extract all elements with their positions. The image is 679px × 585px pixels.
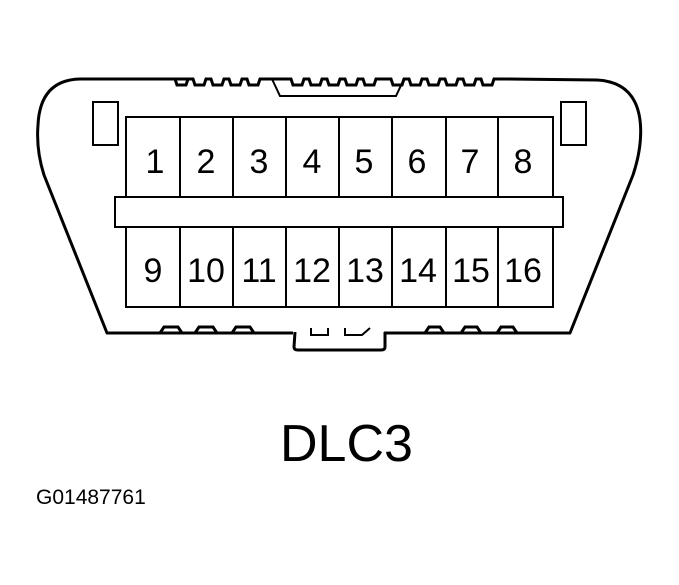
- pin-label-3: 3: [250, 143, 269, 181]
- pin-label-11: 11: [241, 252, 276, 290]
- top-notches: [173, 77, 505, 87]
- pin-cell-10: [179, 226, 234, 308]
- pin-cell-5: [338, 116, 393, 198]
- top-pin-labels: 1 2 3 4 5 6 7 8: [146, 143, 533, 181]
- connector-housing-outline: [36, 77, 643, 335]
- pin-cell-11: [232, 226, 287, 308]
- pin-label-13: 13: [346, 252, 384, 290]
- pin-label-10: 10: [187, 252, 225, 290]
- bottom-key-tab: [292, 331, 387, 352]
- left-latch-slot: [92, 101, 119, 146]
- pin-label-5: 5: [355, 143, 374, 181]
- pin-cell-2: [179, 116, 234, 198]
- pin-label-6: 6: [408, 143, 427, 181]
- center-divider-bar: [114, 196, 564, 228]
- pin-label-12: 12: [293, 252, 331, 290]
- bottom-notches: [107, 325, 570, 335]
- connector-title: DLC3: [280, 415, 413, 473]
- pin-cell-13: [338, 226, 393, 308]
- pin-label-14: 14: [399, 252, 437, 290]
- pin-label-1: 1: [146, 143, 165, 181]
- pin-cell-16: [497, 226, 554, 308]
- pin-label-16: 16: [504, 252, 542, 290]
- pin-cell-9: [125, 226, 181, 308]
- top-pin-row: [125, 116, 554, 198]
- bottom-pin-labels: 9 10 11 12 13 14 15 16: [144, 252, 542, 290]
- pin-cell-4: [285, 116, 340, 198]
- pin-label-7: 7: [461, 143, 480, 181]
- pin-cell-6: [391, 116, 447, 198]
- pin-cell-8: [497, 116, 554, 198]
- pin-label-9: 9: [144, 252, 163, 290]
- pin-cell-3: [232, 116, 287, 198]
- top-key-tab: [271, 78, 405, 97]
- pin-label-15: 15: [452, 252, 490, 290]
- right-latch-slot: [560, 101, 587, 146]
- pin-label-8: 8: [514, 143, 533, 181]
- pin-label-2: 2: [197, 143, 216, 181]
- bottom-key-inner: [310, 327, 371, 336]
- figure-id: G01487761: [36, 486, 146, 509]
- pin-cell-14: [391, 226, 447, 308]
- pin-cell-7: [445, 116, 499, 198]
- pin-label-4: 4: [303, 143, 322, 181]
- bottom-pin-row: [125, 226, 554, 308]
